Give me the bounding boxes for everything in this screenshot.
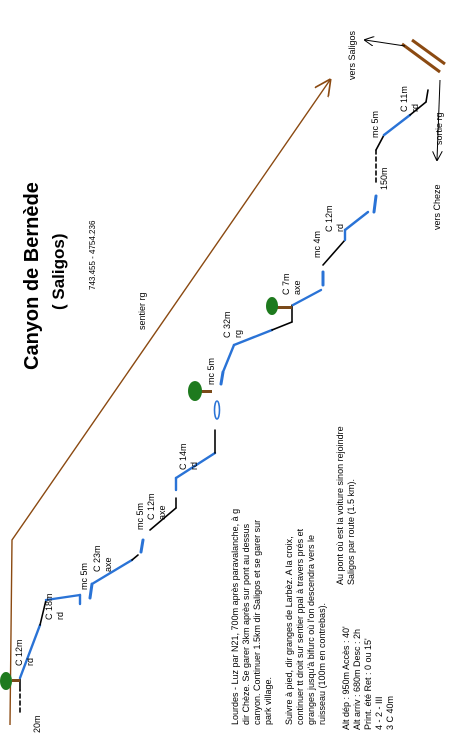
section-label-c11-rd: C 11mrd xyxy=(399,86,420,112)
tree-icon xyxy=(0,672,20,690)
coordinates: 743.455 - 4754.236 xyxy=(88,220,97,290)
title-main: Canyon de Bernède xyxy=(21,182,43,370)
section-label-mc5-d: mc 5m xyxy=(370,111,380,138)
section-label-mc4: mc 4m xyxy=(312,231,322,258)
sentier-label: sentier rg xyxy=(137,292,147,330)
section-label-c18-rd: C 18mrd xyxy=(44,593,65,620)
vers-saligos-label: vers Saligos xyxy=(347,30,357,80)
section-label-c12-axe: C 12maxe xyxy=(146,493,167,520)
section-label-c7-axe: C 7maxe xyxy=(281,273,302,295)
stream-profile xyxy=(18,89,429,713)
section-label-s-150m: 150m xyxy=(379,167,389,190)
section-label-c12-rd: C 12mrd xyxy=(14,639,35,666)
notes-stats: Alt dép : 950m Accès : 40'Alt arriv : 68… xyxy=(341,626,395,730)
arrow-vers-saligos xyxy=(365,40,406,47)
tree-icon xyxy=(266,297,292,315)
arrow-vers-cheze xyxy=(437,79,440,160)
section-label-mc5-a: mc 5m xyxy=(79,563,89,590)
notes-exit: Au pont où est la voiture sinon rejoindr… xyxy=(335,426,356,585)
section-label-mc5-b: mc 5m xyxy=(135,503,145,530)
tree-icon xyxy=(188,381,212,401)
section-label-s-120m: 120m xyxy=(32,715,42,733)
notes-access: Lourdes - Luz par N21, 700m après parava… xyxy=(230,509,273,725)
section-label-c23-axe: C 23maxe xyxy=(92,545,113,572)
section-label-c14-rd: C 14mrd xyxy=(178,443,199,470)
section-label-c12-rd-b: C 12mrd xyxy=(324,205,345,232)
sortie-label: sortie rg xyxy=(434,112,444,145)
exit-road-bars xyxy=(401,38,446,74)
notes-walk: Suivre à pied, dir granges de Larbèz. A … xyxy=(284,528,327,725)
approach-path xyxy=(9,80,330,726)
vers-cheze-label: vers Cheze xyxy=(432,184,442,230)
title-subtitle: ( Saligos) xyxy=(49,233,68,310)
section-label-c32-rg: C 32mrg xyxy=(222,311,243,338)
section-label-mc5-c: mc 5m xyxy=(206,358,216,385)
